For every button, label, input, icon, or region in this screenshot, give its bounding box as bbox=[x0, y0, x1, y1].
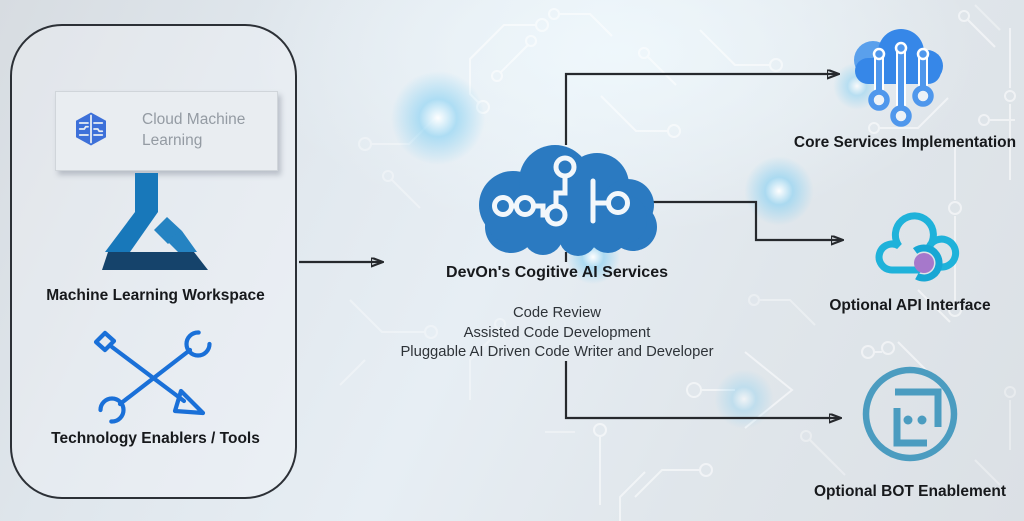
tools-icon bbox=[93, 330, 212, 424]
cloud-ml-card: Cloud Machine Learning bbox=[55, 91, 278, 171]
service-item: Pluggable AI Driven Code Writer and Deve… bbox=[400, 344, 714, 360]
service-item: Assisted Code Development bbox=[463, 324, 651, 341]
bot-icon bbox=[862, 366, 958, 462]
arrow-ai-to-core-services bbox=[564, 74, 838, 145]
brain-chip-icon bbox=[76, 112, 106, 146]
label-core-services: Core Services Implementation bbox=[793, 134, 1017, 151]
api-cloud-icon bbox=[875, 212, 960, 282]
azure-ml-workspace-icon bbox=[102, 173, 208, 270]
cloud-ml-card-label: Cloud Machine Learning bbox=[142, 109, 245, 151]
cloud-ml-line2: Learning bbox=[142, 132, 203, 149]
core-services-cloud-icon bbox=[854, 29, 943, 127]
service-item: Code Review bbox=[512, 305, 601, 321]
label-optional-bot: Optional BOT Enablement bbox=[813, 483, 1007, 500]
label-optional-api: Optional API Interface bbox=[829, 297, 991, 314]
inputs-panel: Cloud Machine Learning Machine Learning … bbox=[10, 24, 297, 499]
label-technology-enablers: Technology Enablers / Tools bbox=[51, 430, 260, 447]
cloud-ml-line1: Cloud Machine bbox=[142, 111, 246, 128]
arrow-ai-to-api bbox=[653, 200, 842, 240]
label-machine-learning-workspace: Machine Learning Workspace bbox=[46, 287, 265, 304]
arrow-ai-to-bot bbox=[564, 361, 840, 418]
ai-services-list: Code Review Assisted Code Development Pl… bbox=[377, 304, 737, 363]
ai-brain-cloud-icon bbox=[479, 145, 657, 256]
label-ai-services-title: DevOn's Cogitive AI Services bbox=[446, 264, 668, 281]
